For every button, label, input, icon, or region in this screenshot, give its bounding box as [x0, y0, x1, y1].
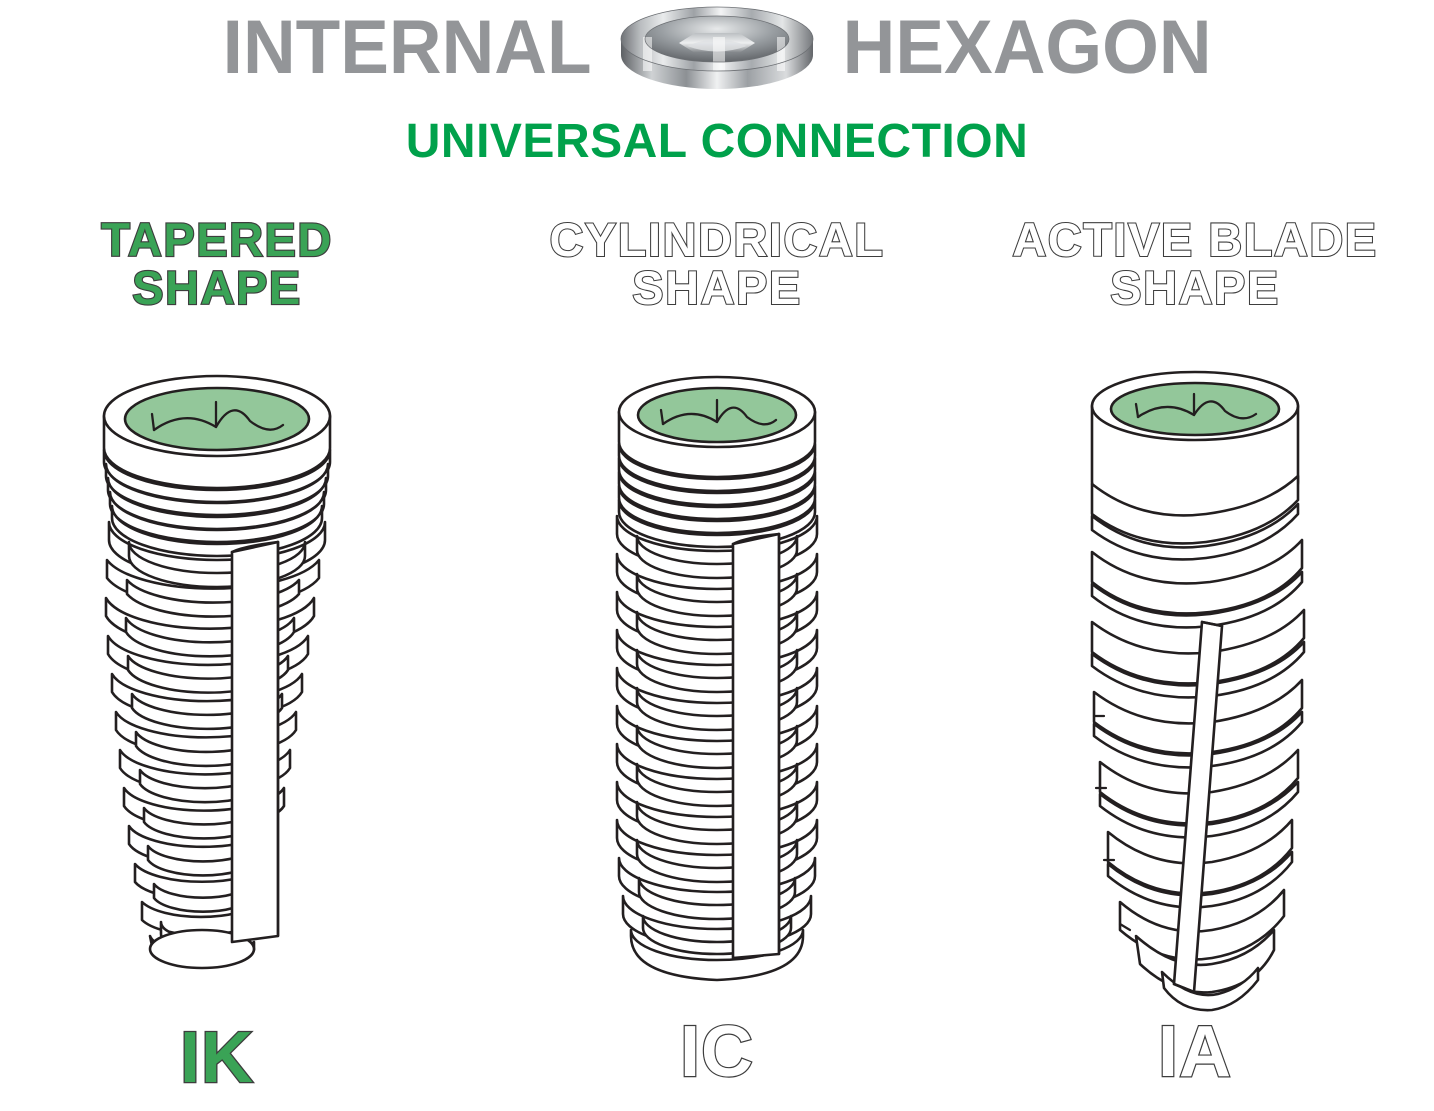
implant-column-cylindrical: CYLINDRICAL SHAPE: [478, 213, 956, 1111]
implant-column-tapered: TAPERED SHAPE: [0, 213, 456, 1111]
active-blade-implant: [1090, 370, 1306, 1012]
implant-code-ic: IC: [679, 1012, 754, 1092]
cylindrical-implant-figure: [478, 364, 956, 1024]
shape-title-active-blade: ACTIVE BLADE SHAPE: [1011, 213, 1378, 315]
subtitle: UNIVERSAL CONNECTION: [405, 115, 1029, 168]
cylindrical-implant: [615, 375, 819, 982]
title-word-internal: INTERNAL: [222, 5, 592, 90]
title-word-hexagon: HEXAGON: [842, 5, 1212, 90]
implant-code-ik: IK: [179, 1018, 255, 1098]
implant-column-active-blade: ACTIVE BLADE SHAPE: [956, 213, 1434, 1111]
tapered-implant: [102, 374, 332, 970]
shape-title-tapered: TAPERED SHAPE: [100, 213, 333, 315]
page-title: INTERNAL: [0, 2, 1434, 94]
implant-code-ia: IA: [1157, 1012, 1232, 1092]
active-blade-implant-figure: [956, 364, 1434, 1024]
tapered-implant-figure: [0, 364, 456, 1024]
shape-title-cylindrical: CYLINDRICAL SHAPE: [548, 213, 885, 315]
hexagon-connector-photo: [620, 6, 814, 89]
implant-comparison: TAPERED SHAPE: [0, 213, 1434, 1111]
